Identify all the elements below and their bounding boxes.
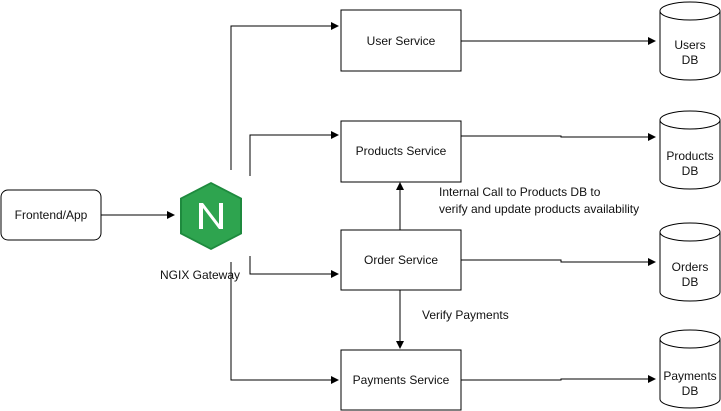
products-db-node: Products DB bbox=[659, 110, 721, 190]
internal-call-label-line1: Internal Call to Products DB to bbox=[439, 185, 601, 199]
edge-order-service-to-orders-db bbox=[461, 258, 656, 266]
orders-db-label-line2: DB bbox=[682, 275, 699, 289]
payments-db-label-line1: Payments bbox=[663, 369, 716, 383]
users-db-node: Users DB bbox=[659, 1, 721, 81]
frontend-label: Frontend/App bbox=[15, 208, 88, 222]
payments-service-node: Payments Service bbox=[340, 349, 462, 411]
user-service-node: User Service bbox=[340, 9, 462, 72]
edge-gateway-to-payments-service bbox=[230, 262, 339, 384]
products-db-label-line1: Products bbox=[666, 149, 713, 163]
order-service-label: Order Service bbox=[364, 253, 438, 267]
edge-payments-service-to-payments-db bbox=[461, 375, 656, 383]
order-service-node: Order Service bbox=[340, 229, 462, 291]
verify-payments-label: Verify Payments bbox=[422, 308, 509, 322]
payments-db-label-line2: DB bbox=[682, 384, 699, 398]
edge-gateway-to-products-service bbox=[249, 131, 339, 176]
payments-service-label: Payments Service bbox=[353, 373, 450, 387]
user-service-label: User Service bbox=[367, 34, 436, 48]
products-service-node: Products Service bbox=[340, 120, 462, 183]
gateway-label: NGIX Gateway bbox=[160, 268, 240, 282]
nginx-logo-icon bbox=[180, 182, 242, 250]
products-service-label: Products Service bbox=[356, 144, 447, 158]
frontend-node: Frontend/App bbox=[0, 189, 102, 241]
edges bbox=[101, 22, 656, 384]
nginx-gateway-node: NGIX Gateway bbox=[160, 182, 242, 282]
orders-db-node: Orders DB bbox=[659, 222, 721, 302]
users-db-label-line1: Users bbox=[674, 38, 705, 52]
internal-call-label-line2: verify and update products availability bbox=[439, 202, 639, 216]
orders-db-label-line1: Orders bbox=[672, 260, 709, 274]
products-db-label-line2: DB bbox=[682, 164, 699, 178]
edge-products-service-to-products-db bbox=[461, 133, 656, 141]
payments-db-node: Payments DB bbox=[659, 329, 721, 409]
edge-gateway-to-order-service bbox=[249, 256, 339, 278]
users-db-label-line2: DB bbox=[682, 53, 699, 67]
edge-gateway-to-user-service bbox=[230, 22, 339, 170]
